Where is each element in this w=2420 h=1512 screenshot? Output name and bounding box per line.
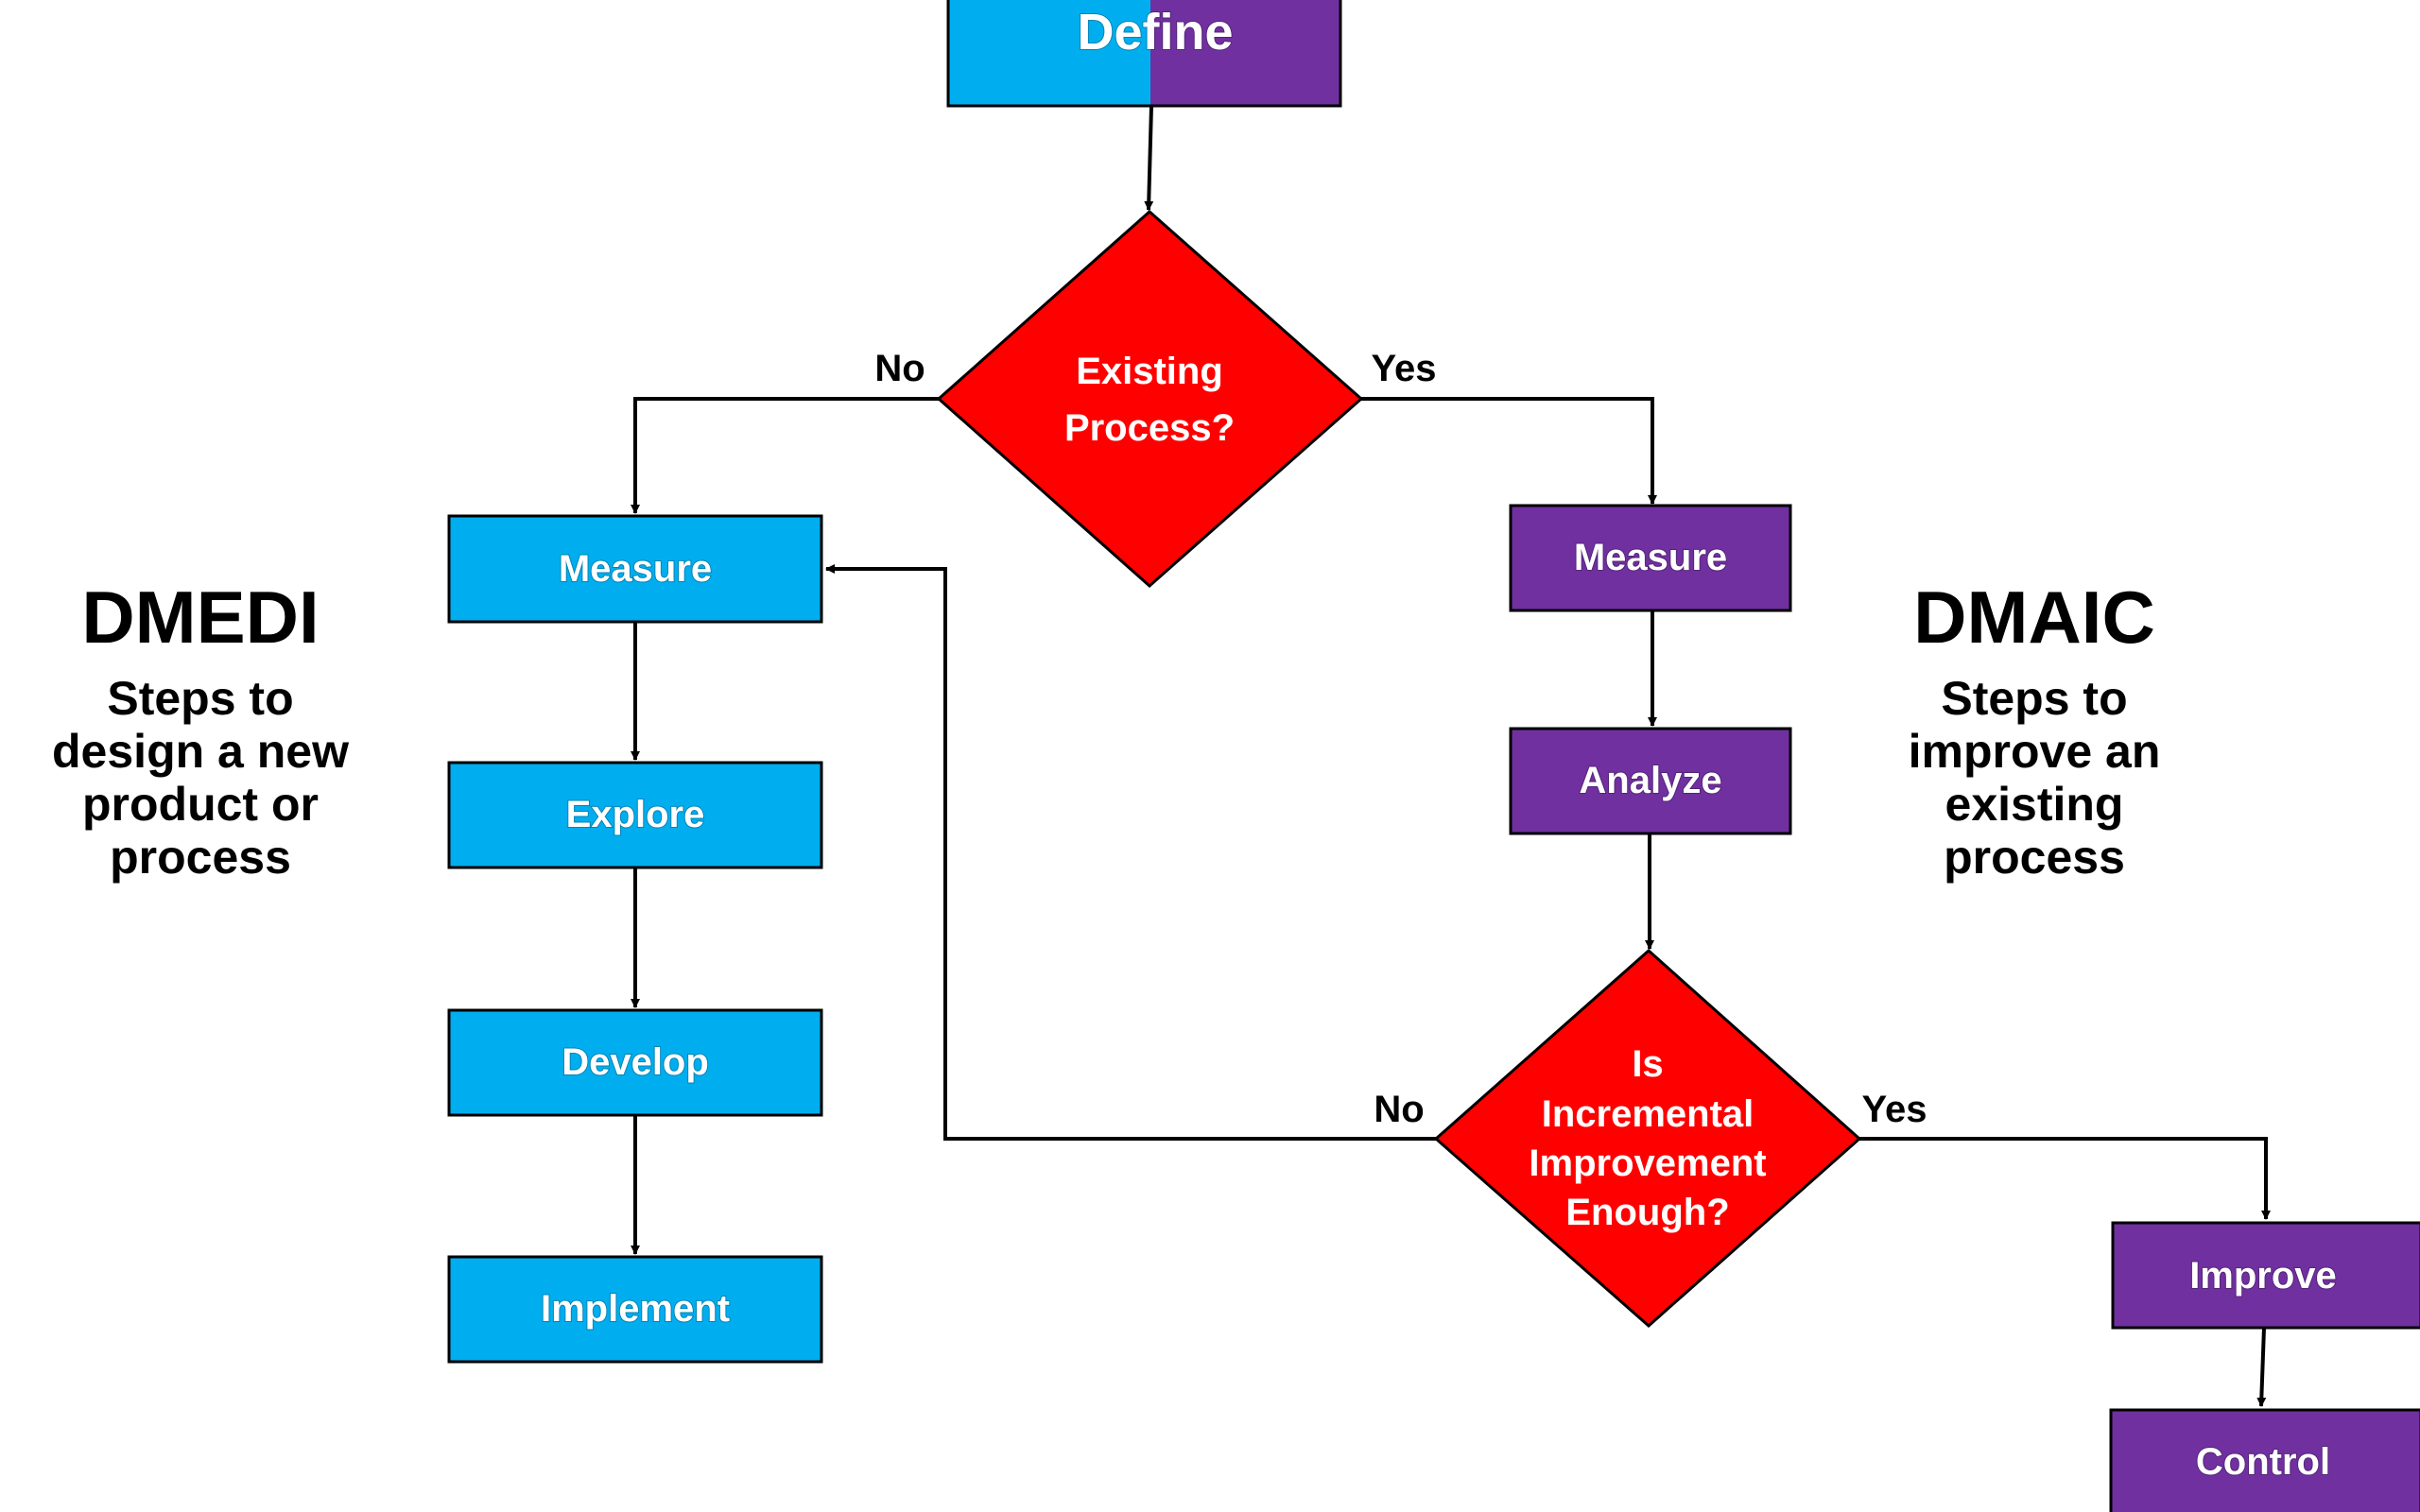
dmaic-measure-node: Measure bbox=[1509, 504, 1792, 612]
improve-box bbox=[2111, 1221, 2420, 1330]
incremental-label-line3: Improvement bbox=[1529, 1143, 1766, 1184]
implement-label: Implement bbox=[541, 1288, 730, 1330]
dmaic-measure-box bbox=[1509, 504, 1792, 612]
existing-process-decision: Existing Process? bbox=[936, 209, 1364, 589]
dmedi-caption-line2: design a new bbox=[52, 725, 349, 778]
improve-node: Improve bbox=[2111, 1221, 2420, 1330]
incremental-label-line4: Enough? bbox=[1565, 1192, 1729, 1233]
edge-improve-to-control bbox=[2256, 1327, 2267, 1407]
improve-label: Improve bbox=[2189, 1255, 2337, 1297]
dmedi-caption: DMEDI Steps to design a new product or p… bbox=[52, 576, 349, 884]
analyze-node: Analyze bbox=[1509, 727, 1792, 835]
dmaic-caption-line1: Steps to bbox=[1941, 672, 2127, 725]
incremental-decision: Is Incremental Improvement Enough? bbox=[1433, 948, 1862, 1329]
define-label: Define bbox=[1077, 4, 1233, 60]
edge-existing-no-to-measure bbox=[631, 397, 939, 514]
incremental-diamond bbox=[1433, 948, 1862, 1329]
dmedi-measure-node: Measure bbox=[447, 514, 823, 624]
control-label: Control bbox=[2196, 1441, 2330, 1483]
analyze-box bbox=[1509, 727, 1792, 835]
dmaic-title: DMAIC bbox=[1913, 576, 2155, 659]
define-border bbox=[946, 0, 1342, 108]
develop-box bbox=[447, 1008, 823, 1117]
dmedi-measure-box bbox=[447, 514, 823, 624]
explore-box bbox=[447, 761, 823, 869]
dmedi-caption-line3: product or bbox=[82, 778, 319, 831]
incremental-yes-label: Yes bbox=[1862, 1089, 1927, 1130]
develop-label: Develop bbox=[562, 1041, 709, 1083]
dmedi-measure-label: Measure bbox=[559, 548, 712, 590]
develop-node: Develop bbox=[447, 1008, 823, 1117]
define-node: Define bbox=[946, 0, 1342, 108]
existing-process-label-line2: Process? bbox=[1064, 407, 1235, 449]
incremental-label-line2: Incremental bbox=[1542, 1093, 1754, 1135]
define-right-fill bbox=[1150, 0, 1340, 106]
dmedi-caption-line4: process bbox=[110, 831, 291, 884]
explore-label: Explore bbox=[566, 794, 705, 835]
control-box bbox=[2109, 1408, 2420, 1512]
implement-box bbox=[447, 1255, 823, 1364]
edge-existing-yes-to-measure bbox=[1361, 397, 1657, 505]
incremental-no-label: No bbox=[1374, 1089, 1424, 1130]
edge-incremental-yes-to-improve bbox=[1859, 1137, 2271, 1220]
explore-node: Explore bbox=[447, 761, 823, 869]
dmaic-caption-line4: process bbox=[1944, 831, 2125, 884]
edge-incremental-no-to-measure bbox=[825, 564, 1436, 1141]
dmaic-measure-label: Measure bbox=[1574, 537, 1727, 578]
implement-node: Implement bbox=[447, 1255, 823, 1364]
dmedi-title: DMEDI bbox=[81, 576, 319, 659]
control-node: Control bbox=[2109, 1408, 2420, 1512]
dmaic-caption-line3: existing bbox=[1945, 778, 2124, 831]
define-left-fill bbox=[948, 0, 1150, 106]
incremental-label-line1: Is bbox=[1632, 1043, 1663, 1085]
dmedi-caption-line1: Steps to bbox=[107, 672, 293, 725]
analyze-label: Analyze bbox=[1579, 760, 1721, 801]
dmaic-caption-line2: improve an bbox=[1909, 725, 2161, 778]
connectors bbox=[631, 105, 2271, 1407]
existing-yes-label: Yes bbox=[1372, 348, 1437, 389]
dmaic-caption: DMAIC Steps to improve an existing proce… bbox=[1909, 576, 2161, 884]
edge-define-to-existing bbox=[1144, 105, 1154, 211]
existing-process-label-line1: Existing bbox=[1076, 351, 1223, 392]
existing-process-diamond bbox=[936, 209, 1364, 589]
existing-no-label: No bbox=[874, 348, 925, 389]
